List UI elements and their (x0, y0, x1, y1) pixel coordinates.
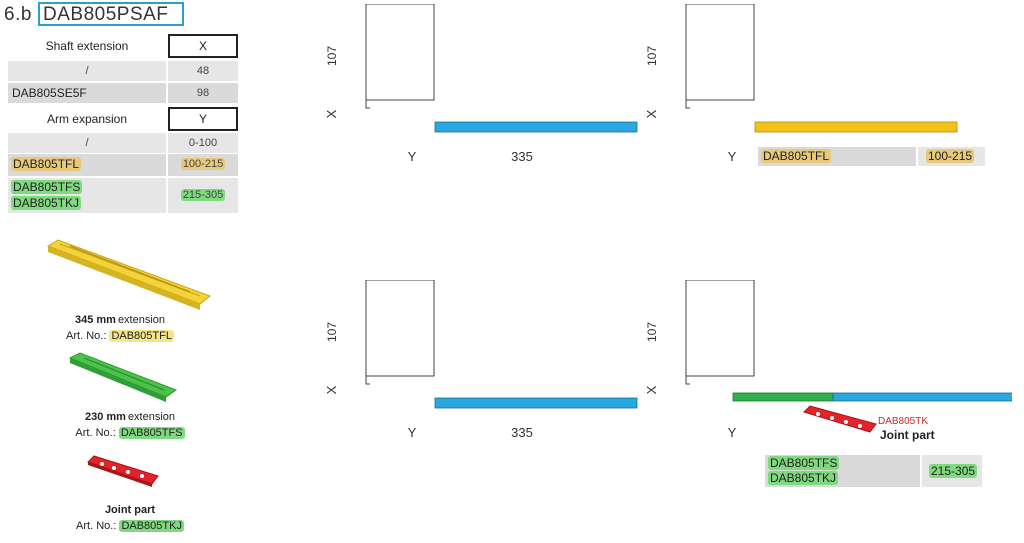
diagram-yellow-arm-top: 107 X Y (644, 4, 958, 164)
br-value-cell: 215-305 (922, 455, 982, 487)
arm-row-3-name-line2: DAB805TKJ (11, 196, 82, 210)
jamb-outline (365, 280, 370, 385)
dim-y: Y (728, 149, 737, 164)
wall-block (365, 280, 435, 377)
section-number: 6.b (4, 4, 32, 25)
part-1-art-no: DAB805TFL (109, 330, 174, 342)
arm-row-3-value: 215-305 (180, 189, 226, 201)
shaft-extension-header: Shaft extension (45, 39, 129, 53)
wall-block (685, 280, 755, 377)
arm-row-2-name-cell: DAB805TFL (8, 154, 166, 176)
arm-row-3-name-line1: DAB805TFS (11, 180, 83, 194)
red-joint-part-image (87, 455, 159, 487)
jamb-outline (685, 4, 690, 109)
blue-arm (434, 121, 638, 133)
wall-block (685, 4, 755, 101)
arm-row-3-name-cell: DAB805TFS DAB805TKJ (8, 178, 166, 213)
part-2-size: 230 mm (84, 411, 126, 423)
jamb-outline (365, 4, 370, 109)
part-1-caption-line2: Art. No.: DAB805TFL (40, 330, 200, 342)
dim-x: X (644, 109, 659, 118)
diagram-base (685, 4, 755, 109)
yellow-arm (754, 121, 958, 133)
part-2-art-label: Art. No.: (75, 427, 116, 439)
arm-row-1-value: 0-100 (168, 133, 238, 153)
br-label-cell: DAB805TFS DAB805TKJ (765, 455, 920, 487)
arm-row-2-value-cell: 100-215 (168, 154, 238, 176)
green-arm (732, 392, 834, 402)
diagram-blue-arm-bottom: 107 X Y 335 (324, 280, 638, 440)
arm-row-3-value-cell: 215-305 (168, 178, 238, 213)
arm-row-2-value: 100-215 (180, 158, 226, 170)
br-value: 215-305 (929, 464, 978, 478)
y-header-box: Y (168, 107, 238, 131)
diagram-base (365, 4, 435, 109)
part-2-caption-line2: Art. No.: DAB805TFS (50, 427, 210, 439)
part-1-art-label: Art. No.: (66, 330, 107, 342)
diagram-base (685, 280, 755, 385)
dim-335: 335 (511, 425, 533, 440)
shaft-row-1-value: 48 (168, 61, 238, 81)
wall-block (365, 4, 435, 101)
blue-arm (832, 392, 1012, 402)
dim-x: X (644, 385, 659, 394)
tr-label: DAB805TFL (761, 149, 832, 163)
jamb-outline (685, 280, 690, 385)
model-title: DAB805PSAF (38, 2, 184, 26)
tr-value: 100-215 (926, 149, 975, 163)
shaft-row-2-name: DAB805SE5F (8, 83, 166, 103)
br-joint-label: Joint part (880, 428, 935, 442)
diagram-green-arm-bottom: 107 X Y (644, 280, 1012, 440)
arm-expansion-header: Arm expansion (46, 112, 128, 126)
dim-107: 107 (325, 46, 339, 66)
part-3-art-no: DAB805TKJ (119, 520, 184, 532)
dim-107: 107 (325, 322, 339, 342)
br-label-line2: DAB805TKJ (768, 471, 839, 485)
dim-107: 107 (645, 46, 659, 66)
yellow-extension-image (46, 239, 212, 310)
shaft-row-2-value: 98 (168, 83, 238, 103)
br-label-line1: DAB805TFS (768, 456, 840, 470)
part-3-caption-line2: Art. No.: DAB805TKJ (50, 520, 210, 532)
br-joint-tag: DAB805TK (878, 416, 929, 427)
part-3-title: Joint part (104, 504, 156, 516)
blue-arm (434, 397, 638, 409)
tr-label-cell: DAB805TFL (758, 147, 916, 166)
part-3-art-label: Art. No.: (76, 520, 117, 532)
x-header-box: X (168, 34, 238, 58)
diagram-base (365, 280, 435, 385)
tr-value-cell: 100-215 (918, 147, 985, 166)
dim-y: Y (728, 425, 737, 440)
shaft-row-1-name: / (8, 61, 166, 81)
part-2-suffix: extension (127, 411, 176, 423)
dim-x: X (324, 109, 339, 118)
dim-y: Y (408, 149, 417, 164)
dim-y: Y (408, 425, 417, 440)
dim-335: 335 (511, 149, 533, 164)
arm-row-1-name: / (8, 133, 166, 153)
arm-row-2-name: DAB805TFL (11, 157, 82, 171)
part-2-art-no: DAB805TFS (118, 427, 185, 439)
dim-x: X (324, 385, 339, 394)
dim-107: 107 (645, 322, 659, 342)
diagram-blue-arm-top: 107 X Y 335 (324, 4, 638, 164)
green-extension-image (68, 352, 178, 402)
part-1-size: 345 mm (74, 314, 116, 326)
part-1-suffix: extension (117, 314, 166, 326)
red-joint-part-image (803, 405, 877, 433)
